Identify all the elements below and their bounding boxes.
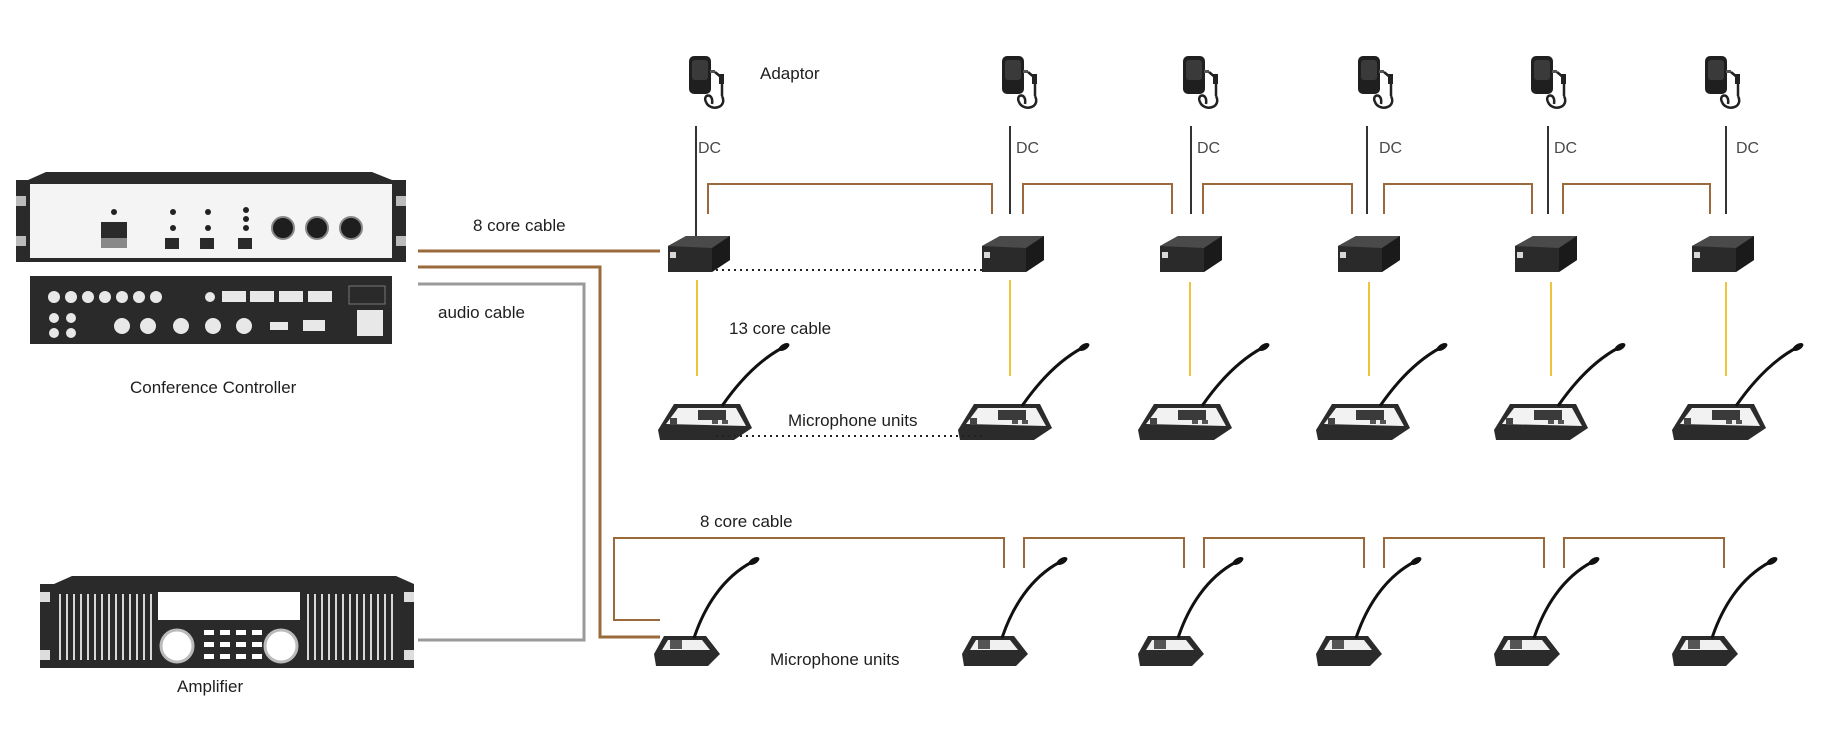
eight-core-cable-main: [418, 249, 660, 639]
dc-lines: [695, 126, 1727, 240]
dc-label-2: DC: [1016, 140, 1040, 157]
distribution-boxes: [668, 236, 1754, 272]
eight-core-daisy-chain-top: [707, 183, 1711, 214]
audio-cable-label: audio cable: [438, 303, 525, 322]
adaptor-label: Adaptor: [760, 64, 820, 83]
amplifier: [40, 576, 414, 668]
dc-label-1: DC: [698, 140, 722, 157]
microphone-units-label-bottom: Microphone units: [770, 650, 900, 669]
eight-core-cable-label-bottom: 8 core cable: [700, 512, 793, 531]
dc-label-6: DC: [1736, 140, 1760, 157]
thirteen-core-cables: [696, 280, 1727, 376]
dc-label-3: DC: [1197, 140, 1221, 157]
audio-cable: [418, 282, 586, 642]
eight-core-daisy-chain-bottom: [613, 537, 1725, 621]
eight-core-cable-label-top: 8 core cable: [473, 216, 566, 235]
adaptors: [687, 54, 1742, 109]
dc-label-4: DC: [1379, 140, 1403, 157]
amplifier-label: Amplifier: [177, 677, 244, 696]
thirteen-core-cable-label: 13 core cable: [729, 319, 832, 338]
conference-controller-label: Conference Controller: [130, 378, 297, 397]
dc-label-5: DC: [1554, 140, 1578, 157]
conference-controller: [16, 172, 406, 344]
microphone-units-label-top: Microphone units: [788, 411, 918, 430]
